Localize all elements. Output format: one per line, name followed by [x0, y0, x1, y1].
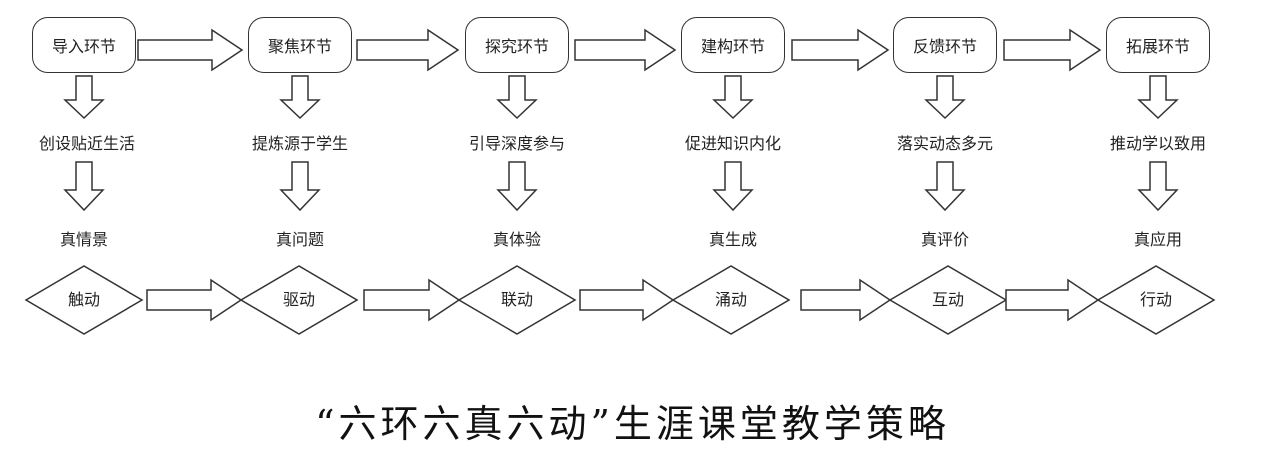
action-arrow-4 — [800, 278, 892, 322]
truth-label-2: 真问题 — [275, 230, 324, 249]
truth-label-4: 真生成 — [708, 230, 757, 249]
action-label-1: 触动 — [67, 290, 100, 309]
truth-label-3: 真体验 — [492, 230, 541, 249]
down-arrow-lower-1 — [63, 161, 105, 212]
action-diamond-4 — [671, 265, 791, 335]
phase-box-1: 导入环节 — [32, 17, 136, 73]
down-arrow-lower-3 — [496, 161, 538, 212]
down-arrow-lower-2 — [279, 161, 321, 212]
goal-label-3: 引导深度参与 — [468, 134, 565, 153]
action-diamond-6 — [1096, 265, 1216, 335]
action-label-5: 互动 — [931, 290, 964, 309]
action-label-4: 涌动 — [714, 290, 747, 309]
goal-label-2: 提炼源于学生 — [251, 134, 348, 153]
action-arrow-5 — [1005, 278, 1100, 322]
action-diamond-1 — [24, 265, 144, 335]
action-arrow-2 — [363, 278, 461, 322]
phase-arrow-4 — [791, 28, 890, 72]
down-arrow-upper-3 — [496, 75, 538, 120]
truth-label-5: 真评价 — [920, 230, 969, 249]
down-arrow-upper-2 — [279, 75, 321, 120]
phase-arrow-3 — [574, 28, 677, 72]
down-arrow-lower-5 — [924, 161, 966, 212]
down-arrow-lower-4 — [712, 161, 754, 212]
goal-label-6: 推动学以致用 — [1109, 134, 1206, 153]
action-arrow-3 — [579, 278, 675, 322]
action-diamond-2 — [239, 265, 359, 335]
phase-box-6: 拓展环节 — [1106, 17, 1210, 73]
truth-label-6: 真应用 — [1133, 230, 1182, 249]
phase-box-5: 反馈环节 — [893, 17, 997, 73]
phase-box-3: 探究环节 — [465, 17, 569, 73]
phase-box-4: 建构环节 — [681, 17, 785, 73]
goal-label-1: 创设贴近生活 — [38, 134, 135, 153]
goal-label-4: 促进知识内化 — [684, 134, 781, 153]
goal-label-5: 落实动态多元 — [896, 134, 993, 153]
phase-arrow-5 — [1003, 28, 1102, 72]
down-arrow-upper-4 — [712, 75, 754, 120]
phase-box-2: 聚焦环节 — [248, 17, 352, 73]
action-label-2: 驱动 — [282, 290, 315, 309]
action-label-6: 行动 — [1139, 290, 1172, 309]
down-arrow-upper-6 — [1137, 75, 1179, 120]
phase-arrow-1 — [137, 28, 244, 72]
action-label-3: 联动 — [500, 290, 533, 309]
page-title: “六环六真六动”生涯课堂教学策略 — [315, 402, 950, 446]
action-diamond-3 — [457, 265, 577, 335]
down-arrow-upper-5 — [924, 75, 966, 120]
truth-label-1: 真情景 — [59, 230, 108, 249]
down-arrow-lower-6 — [1137, 161, 1179, 212]
action-arrow-1 — [146, 278, 243, 322]
phase-arrow-2 — [356, 28, 460, 72]
down-arrow-upper-1 — [63, 75, 105, 120]
diagram-shapes — [24, 28, 1216, 335]
